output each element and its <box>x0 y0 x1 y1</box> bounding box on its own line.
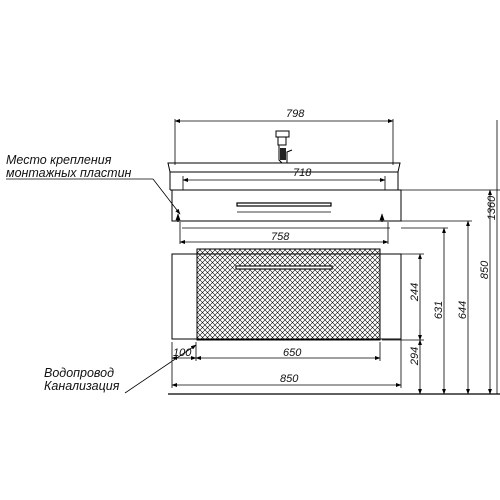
lower-cabinet <box>171 248 402 341</box>
dim-850-width <box>171 340 402 388</box>
mounting-label-line2: монтажных пластин <box>6 166 132 180</box>
sink-countertop <box>167 162 401 191</box>
dim-798 <box>174 119 394 165</box>
mounting-label-line1: Место крепления <box>6 153 112 167</box>
water-label-line1: Водопровод <box>44 366 114 380</box>
dim-758-label: 758 <box>271 231 290 243</box>
mounting-leader <box>6 178 181 215</box>
dim-850-height-label: 850 <box>479 260 491 279</box>
hatched-panel <box>196 248 381 341</box>
water-leader <box>124 344 197 394</box>
dim-100-label: 100 <box>173 347 192 359</box>
dim-244-label: 244 <box>409 283 421 302</box>
dim-758 <box>179 222 389 244</box>
water-label-line2: Канализация <box>44 379 120 393</box>
dim-650-label: 650 <box>283 347 302 359</box>
upper-drawer <box>171 189 402 222</box>
dim-644-label: 644 <box>457 301 469 319</box>
dim-718-label: 718 <box>293 167 312 179</box>
dim-1360-label: 1360 <box>486 195 498 220</box>
mount-markers <box>175 213 390 229</box>
dim-850-width-label: 850 <box>280 373 299 385</box>
dim-294-label: 294 <box>409 347 421 366</box>
vertical-extension-lines <box>382 189 500 341</box>
dim-631-label: 631 <box>433 301 445 319</box>
faucet <box>275 130 293 164</box>
dim-718 <box>182 176 386 190</box>
dim-798-label: 798 <box>286 108 305 120</box>
dim-100-650 <box>171 342 381 361</box>
